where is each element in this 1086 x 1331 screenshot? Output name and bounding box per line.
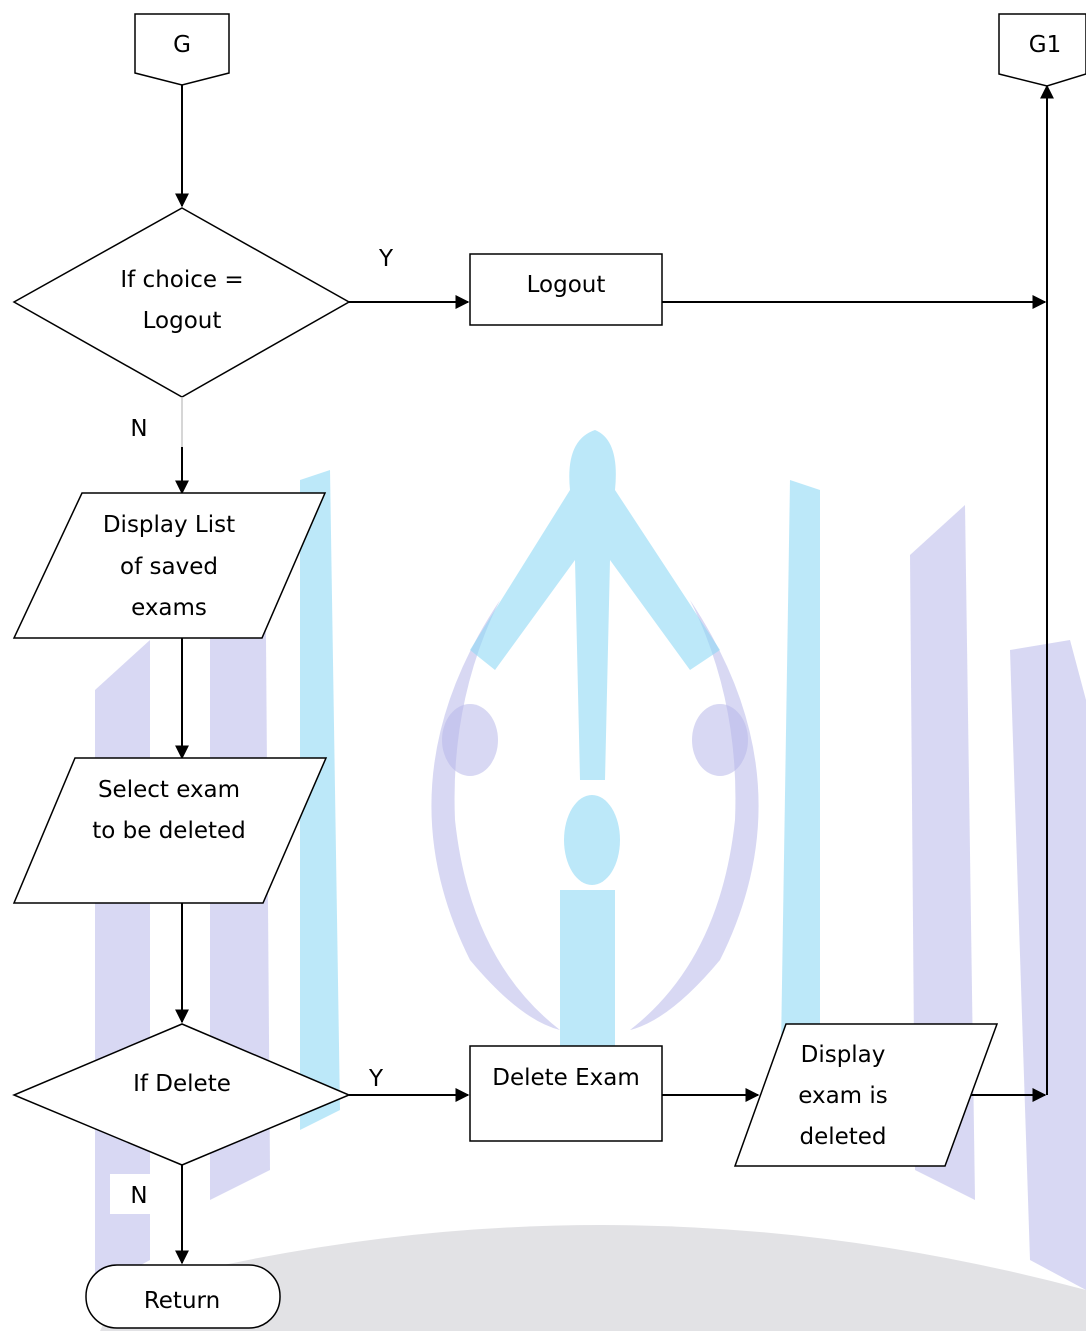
connector-g-shape (134, 13, 230, 86)
watermark-bar-4 (780, 480, 820, 1130)
decision-delete-label: If Delete (133, 1071, 231, 1097)
decision-logout: If choice = Logout (12, 207, 351, 398)
process-logout-label: Logout (527, 272, 606, 298)
label-delete-no: N (130, 1183, 147, 1209)
io-display-list: Display List of saved exams (12, 492, 327, 639)
process-delete-exam-shape (469, 1045, 663, 1142)
watermark-arc-right (630, 600, 759, 1030)
io-display-deleted-shape (733, 1023, 999, 1167)
io-display-deleted-line3: deleted (799, 1124, 886, 1150)
io-display-list-line1: Display List (103, 512, 235, 538)
connector-g1-shape (998, 13, 1086, 87)
connector-g1: G1 (998, 13, 1086, 87)
label-logout-no: N (130, 416, 147, 442)
watermark-head-right (692, 704, 748, 776)
watermark-book-base (100, 1225, 1086, 1331)
watermark-head-left (442, 704, 498, 776)
connector-g: G (134, 13, 230, 86)
process-logout-shape (469, 253, 663, 326)
connector-g1-label: G1 (1029, 32, 1061, 58)
io-display-list-shape (12, 492, 327, 639)
io-select-exam-line2: to be deleted (92, 818, 246, 844)
watermark-bar-3 (300, 470, 340, 1130)
decision-logout-line1: If choice = (120, 267, 243, 293)
io-display-list-line3: exams (131, 595, 207, 621)
io-display-deleted: Display exam is deleted (733, 1023, 999, 1167)
decision-delete-shape (12, 1023, 351, 1166)
label-delete-no-bg (110, 1174, 170, 1214)
io-display-list-line2: of saved (120, 554, 218, 580)
io-select-exam-line1: Select exam (98, 777, 240, 803)
terminator-return-shape (85, 1264, 281, 1329)
terminator-return: Return (85, 1264, 281, 1329)
watermark-center-oval (564, 795, 620, 885)
io-display-deleted-line2: exam is (798, 1083, 888, 1109)
process-delete-exam: Delete Exam (469, 1045, 663, 1142)
decision-delete: If Delete (12, 1023, 351, 1166)
decision-logout-shape (12, 207, 351, 398)
watermark-logo (95, 430, 1086, 1331)
label-logout-yes: Y (378, 246, 394, 272)
edges (175, 84, 1054, 1265)
watermark-pillar (560, 890, 615, 1070)
connector-g-label: G (173, 32, 191, 58)
watermark-figure (470, 430, 720, 780)
label-delete-yes: Y (368, 1066, 384, 1092)
io-display-deleted-line1: Display (801, 1042, 886, 1068)
terminator-return-label: Return (144, 1288, 220, 1314)
watermark-arc-left (431, 600, 560, 1030)
process-delete-exam-label: Delete Exam (492, 1065, 640, 1091)
io-select-exam-shape (12, 757, 328, 904)
decision-logout-line2: Logout (143, 308, 222, 334)
process-logout: Logout (469, 253, 663, 326)
io-select-exam: Select exam to be deleted (12, 757, 328, 904)
